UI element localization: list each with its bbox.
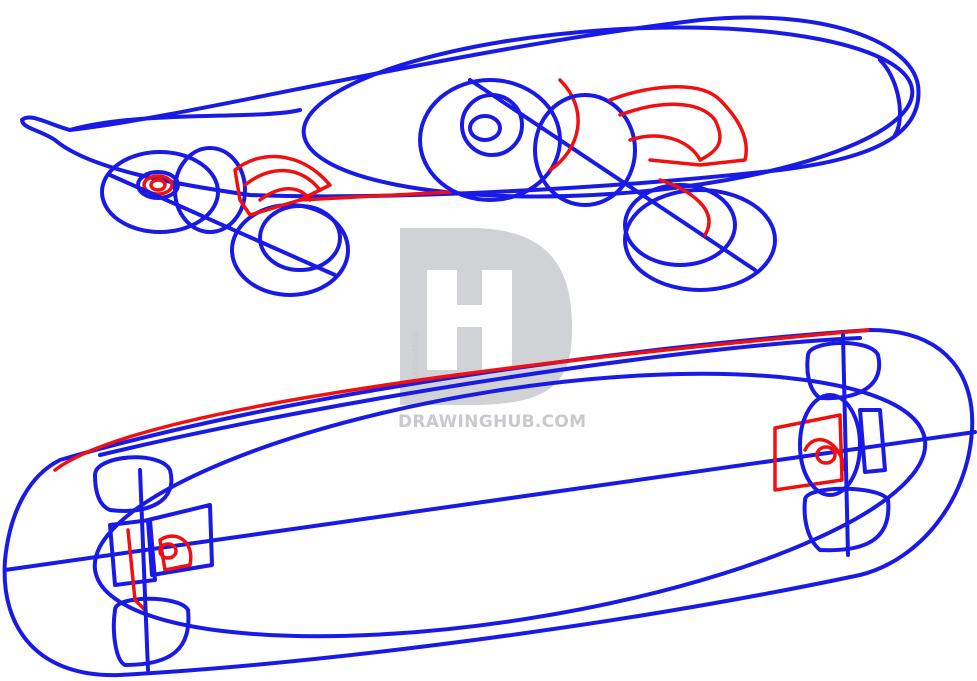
wheel bbox=[100, 150, 220, 234]
deck-edge bbox=[53, 328, 870, 472]
top-view-skateboard bbox=[2, 328, 977, 678]
watermark-site: DRAWINGHUB.COM bbox=[398, 412, 587, 432]
wheel bbox=[623, 188, 777, 292]
center-line bbox=[3, 430, 977, 572]
side-view-skateboard bbox=[20, 15, 921, 297]
